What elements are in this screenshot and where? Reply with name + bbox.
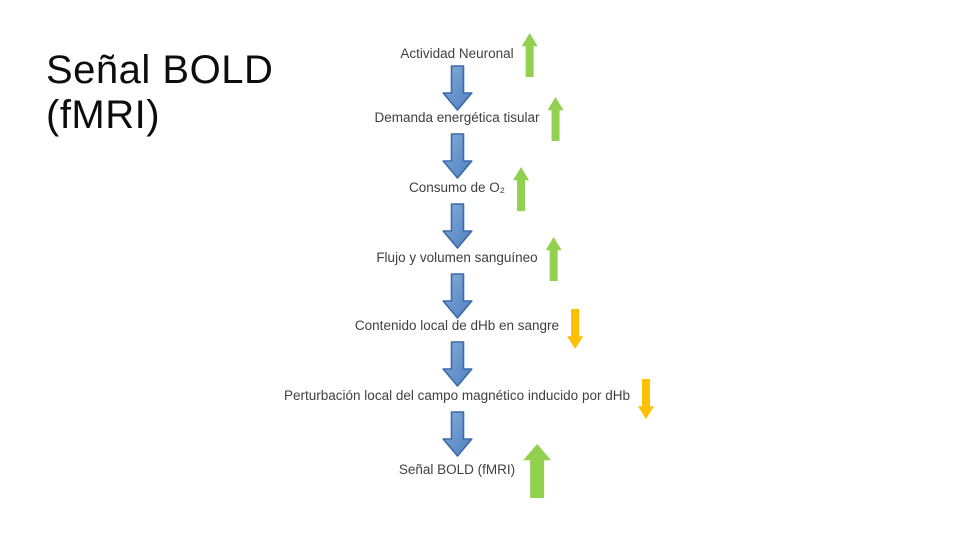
flow-step-label: Demanda energética tisular [374,110,540,125]
flow-connector-down-arrow-icon [441,273,473,319]
flow-connector-down-arrow-icon [441,133,473,179]
flow-step: Flujo y volumen sanguíneo [352,237,562,281]
flow-step: Contenido local de dHb en sangre [331,309,584,349]
slide-title: Señal BOLD (fMRI) [46,48,274,137]
flow-connector-down-arrow-icon [441,203,473,249]
increase-up-arrow-icon [513,167,530,211]
spacer [260,396,284,397]
flow-step-label: Consumo de O₂ [408,180,506,195]
spacer [363,470,399,471]
flow-connector-down-arrow-icon [441,65,473,111]
increase-up-arrow-icon [547,97,564,141]
spacer [385,188,409,189]
flow-step: Señal BOLD (fMRI) [363,444,552,498]
flow-step-label: Señal BOLD (fMRI) [398,462,516,477]
spacer [331,326,355,327]
spacer [350,118,374,119]
spacer [376,54,400,55]
flow-connector-down-arrow-icon [441,341,473,387]
increase-up-arrow-icon [545,237,562,281]
flow-step: Perturbación local del campo magnético i… [260,379,654,419]
flow-step: Consumo de O₂ [385,167,530,211]
flow-step-label: Perturbación local del campo magnético i… [284,388,630,403]
flow-step-label: Flujo y volumen sanguíneo [376,250,538,265]
flow-step: Actividad Neuronal [376,33,538,77]
bold-signal-flow-diagram: Actividad Neuronal Demanda energética ti… [157,33,757,498]
increase-up-arrow-icon [521,33,538,77]
spacer [352,258,376,259]
flow-step-label: Contenido local de dHb en sangre [354,318,560,333]
decrease-down-arrow-icon [637,379,654,419]
increase-up-arrow-icon [523,444,552,498]
decrease-down-arrow-icon [567,309,584,349]
flow-connector-down-arrow-icon [441,411,473,457]
flow-step-label: Actividad Neuronal [400,46,514,61]
flow-step: Demanda energética tisular [350,97,564,141]
